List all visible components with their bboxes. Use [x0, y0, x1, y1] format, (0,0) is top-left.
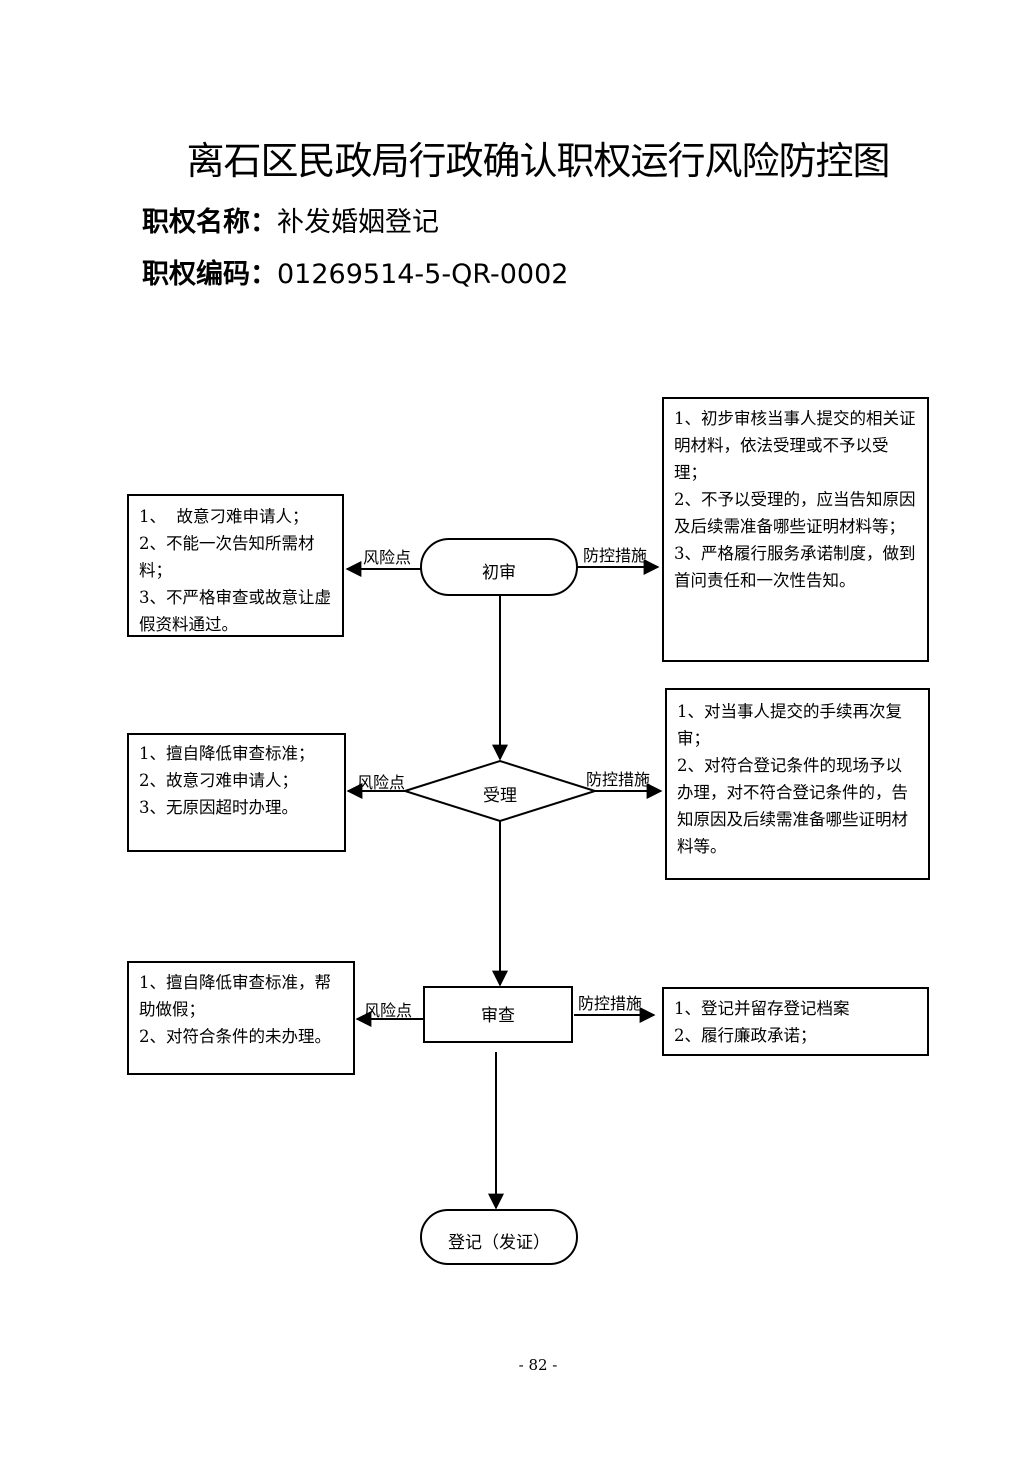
control-label-acceptance: 防控措施: [586, 770, 651, 789]
risk-item: 2、不能一次告知所需材料；: [139, 534, 315, 580]
examination-node: 审查: [481, 1006, 515, 1026]
risk-label-examination: 风险点: [364, 1001, 413, 1020]
control-item: 2、不予以受理的，应当告知原因及后续需准备哪些证明材料等；: [674, 490, 916, 536]
page-title: 离石区民政局行政确认职权运行风险防控图: [186, 139, 890, 183]
control-label-examination: 防控措施: [578, 994, 643, 1013]
risk-item: 3、不严格审查或故意让虚假资料通过。: [139, 588, 331, 634]
page-number: - 82 -: [518, 1356, 558, 1374]
control-box-acceptance: 1、对当事人提交的手续再次复审； 2、对符合登记条件的现场予以办理，对不符合登记…: [665, 688, 930, 880]
acceptance-node: 受理: [483, 786, 517, 806]
power-code-line: 职权编码：01269514-5-QR-0002: [142, 252, 568, 291]
risk-box-initial-review: 1、 故意刁难申请人； 2、不能一次告知所需材料； 3、不严格审查或故意让虚假资…: [127, 494, 344, 637]
control-box-examination: 1、登记并留存登记档案 2、履行廉政承诺；: [662, 987, 929, 1056]
control-item: 2、对符合登记条件的现场予以办理，对不符合登记条件的，告知原因及后续需准备哪些证…: [677, 756, 908, 856]
control-item: 1、初步审核当事人提交的相关证明材料，依法受理或不予以受理；: [674, 409, 916, 482]
risk-item: 1、擅自降低审查标准，帮助做假；: [139, 973, 331, 1019]
risk-label-initial: 风险点: [363, 548, 412, 567]
risk-item: 2、对符合条件的未办理。: [139, 1027, 331, 1046]
power-code-label: 职权编码：: [142, 259, 277, 290]
risk-box-examination: 1、擅自降低审查标准，帮助做假； 2、对符合条件的未办理。: [127, 961, 355, 1075]
power-name-value: 补发婚姻登记: [277, 207, 439, 238]
control-item: 1、登记并留存登记档案: [674, 999, 850, 1018]
control-item: 1、对当事人提交的手续再次复审；: [677, 702, 902, 748]
control-box-initial-review: 1、初步审核当事人提交的相关证明材料，依法受理或不予以受理； 2、不予以受理的，…: [662, 397, 929, 662]
risk-box-acceptance: 1、擅自降低审查标准； 2、故意刁难申请人； 3、无原因超时办理。: [127, 733, 346, 852]
risk-item: 1、擅自降低审查标准；: [139, 744, 315, 763]
power-name-label: 职权名称：: [142, 207, 277, 238]
control-item: 3、严格履行服务承诺制度，做到首问责任和一次性告知。: [674, 544, 916, 590]
risk-item: 2、故意刁难申请人；: [139, 771, 298, 790]
power-code-value: 01269514-5-QR-0002: [277, 259, 569, 290]
risk-item: 1、 故意刁难申请人；: [139, 507, 309, 526]
control-item: 2、履行廉政承诺；: [674, 1026, 817, 1045]
power-name-line: 职权名称：补发婚姻登记: [142, 200, 439, 239]
control-label-initial: 防控措施: [583, 546, 648, 565]
initial-review-node: 初审: [482, 563, 516, 583]
examination-node-shape: [423, 986, 573, 1043]
registration-node-shape: [420, 1209, 578, 1265]
risk-item: 3、无原因超时办理。: [139, 798, 298, 817]
risk-label-acceptance: 风险点: [357, 773, 406, 792]
registration-node: 登记（发证）: [448, 1233, 550, 1253]
